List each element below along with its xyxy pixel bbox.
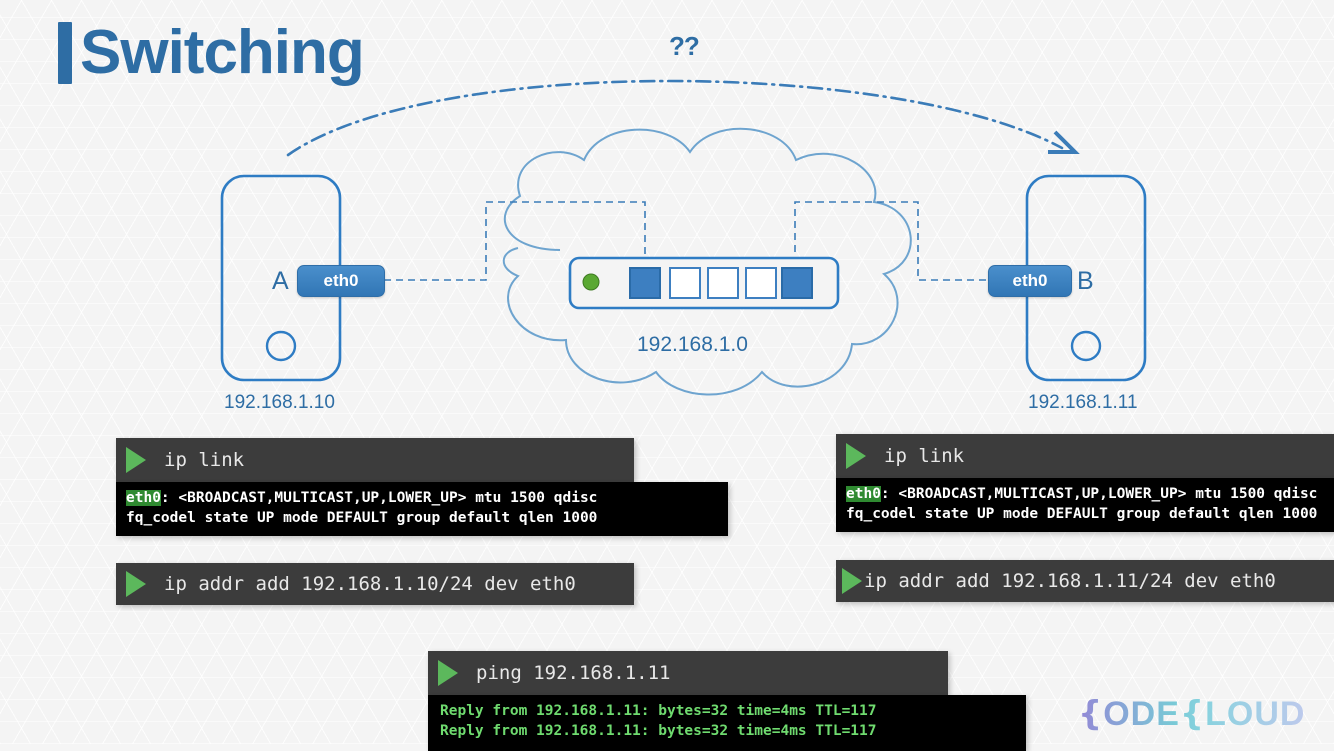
logo-word-2: LOUD	[1205, 694, 1306, 733]
question-arc-arrowhead	[1048, 130, 1080, 154]
switch-port-4	[745, 267, 777, 299]
play-icon[interactable]	[126, 447, 146, 473]
host-a-eth0-badge[interactable]: eth0	[297, 265, 385, 297]
terminal-b-ip-addr: ip addr add 192.168.1.11/24 dev eth0	[836, 560, 1334, 602]
host-a-button	[265, 330, 297, 362]
output-device-highlight: eth0	[126, 490, 161, 506]
terminal-ping-command: ping 192.168.1.11	[476, 662, 671, 684]
host-b-ip-label: 192.168.1.11	[1028, 392, 1138, 413]
terminal-a-ip-link: ip link eth0: <BROADCAST,MULTICAST,UP,LO…	[116, 438, 728, 536]
host-b-eth0-badge[interactable]: eth0	[988, 265, 1072, 297]
page-title: Switching	[58, 18, 365, 87]
terminal-a-ip-link-output: eth0: <BROADCAST,MULTICAST,UP,LOWER_UP> …	[116, 482, 728, 536]
kodekloud-logo: {ODE{LOUD	[1078, 694, 1305, 734]
output-line-1: : <BROADCAST,MULTICAST,UP,LOWER_UP> mtu …	[160, 490, 598, 506]
output-line-2: fq_codel state UP mode DEFAULT group def…	[846, 506, 1318, 522]
terminal-a-ip-link-header: ip link	[116, 438, 634, 482]
cloud-network-label: 192.168.1.0	[637, 333, 748, 356]
terminal-ping: ping 192.168.1.11 Reply from 192.168.1.1…	[428, 651, 1026, 751]
ping-reply-2: Reply from 192.168.1.11: bytes=32 time=4…	[440, 723, 877, 739]
output-device-highlight: eth0	[846, 486, 881, 502]
terminal-a-ip-addr-command: ip addr add 192.168.1.10/24 dev eth0	[164, 573, 576, 595]
switch-port-2	[669, 267, 701, 299]
logo-word-1: ODE	[1103, 694, 1180, 733]
output-line-2: fq_codel state UP mode DEFAULT group def…	[126, 510, 598, 526]
switch-port-5	[781, 267, 813, 299]
host-b-letter: B	[1077, 267, 1094, 295]
play-icon[interactable]	[126, 571, 146, 597]
switch-led	[582, 273, 600, 291]
terminal-b-ip-link-command: ip link	[884, 445, 965, 467]
link-b-to-switch	[794, 201, 986, 281]
terminal-ping-output: Reply from 192.168.1.11: bytes=32 time=4…	[428, 695, 1026, 751]
host-a-ip-label: 192.168.1.10	[224, 392, 335, 413]
switch-port-1	[629, 267, 661, 299]
terminal-ping-header: ping 192.168.1.11	[428, 651, 948, 695]
play-icon[interactable]	[846, 443, 866, 469]
title-text: Switching	[80, 18, 365, 87]
host-a-letter: A	[272, 267, 289, 295]
terminal-b-ip-link-header: ip link	[836, 434, 1334, 478]
logo-brace-1: {	[1078, 694, 1104, 734]
terminal-a-ip-addr: ip addr add 192.168.1.10/24 dev eth0	[116, 563, 634, 605]
link-a-to-switch	[384, 201, 646, 281]
output-line-1: : <BROADCAST,MULTICAST,UP,LOWER_UP> mtu …	[880, 486, 1318, 502]
logo-brace-2: {	[1179, 694, 1206, 734]
terminal-a-ip-addr-header: ip addr add 192.168.1.10/24 dev eth0	[116, 563, 634, 605]
terminal-b-ip-addr-header: ip addr add 192.168.1.11/24 dev eth0	[836, 560, 1334, 602]
terminal-b-ip-link-output: eth0: <BROADCAST,MULTICAST,UP,LOWER_UP> …	[836, 478, 1334, 532]
host-b-button	[1070, 330, 1102, 362]
play-icon[interactable]	[842, 568, 862, 594]
terminal-a-ip-link-command: ip link	[164, 449, 245, 471]
terminal-b-ip-link: ip link eth0: <BROADCAST,MULTICAST,UP,LO…	[836, 434, 1334, 532]
terminal-b-ip-addr-command: ip addr add 192.168.1.11/24 dev eth0	[864, 570, 1276, 592]
switch-port-3	[707, 267, 739, 299]
question-arc	[286, 79, 1064, 157]
title-accent-bar	[58, 22, 72, 84]
switch-chassis	[568, 256, 840, 310]
question-label: ??	[669, 31, 700, 61]
play-icon[interactable]	[438, 660, 458, 686]
ping-reply-1: Reply from 192.168.1.11: bytes=32 time=4…	[440, 703, 877, 719]
